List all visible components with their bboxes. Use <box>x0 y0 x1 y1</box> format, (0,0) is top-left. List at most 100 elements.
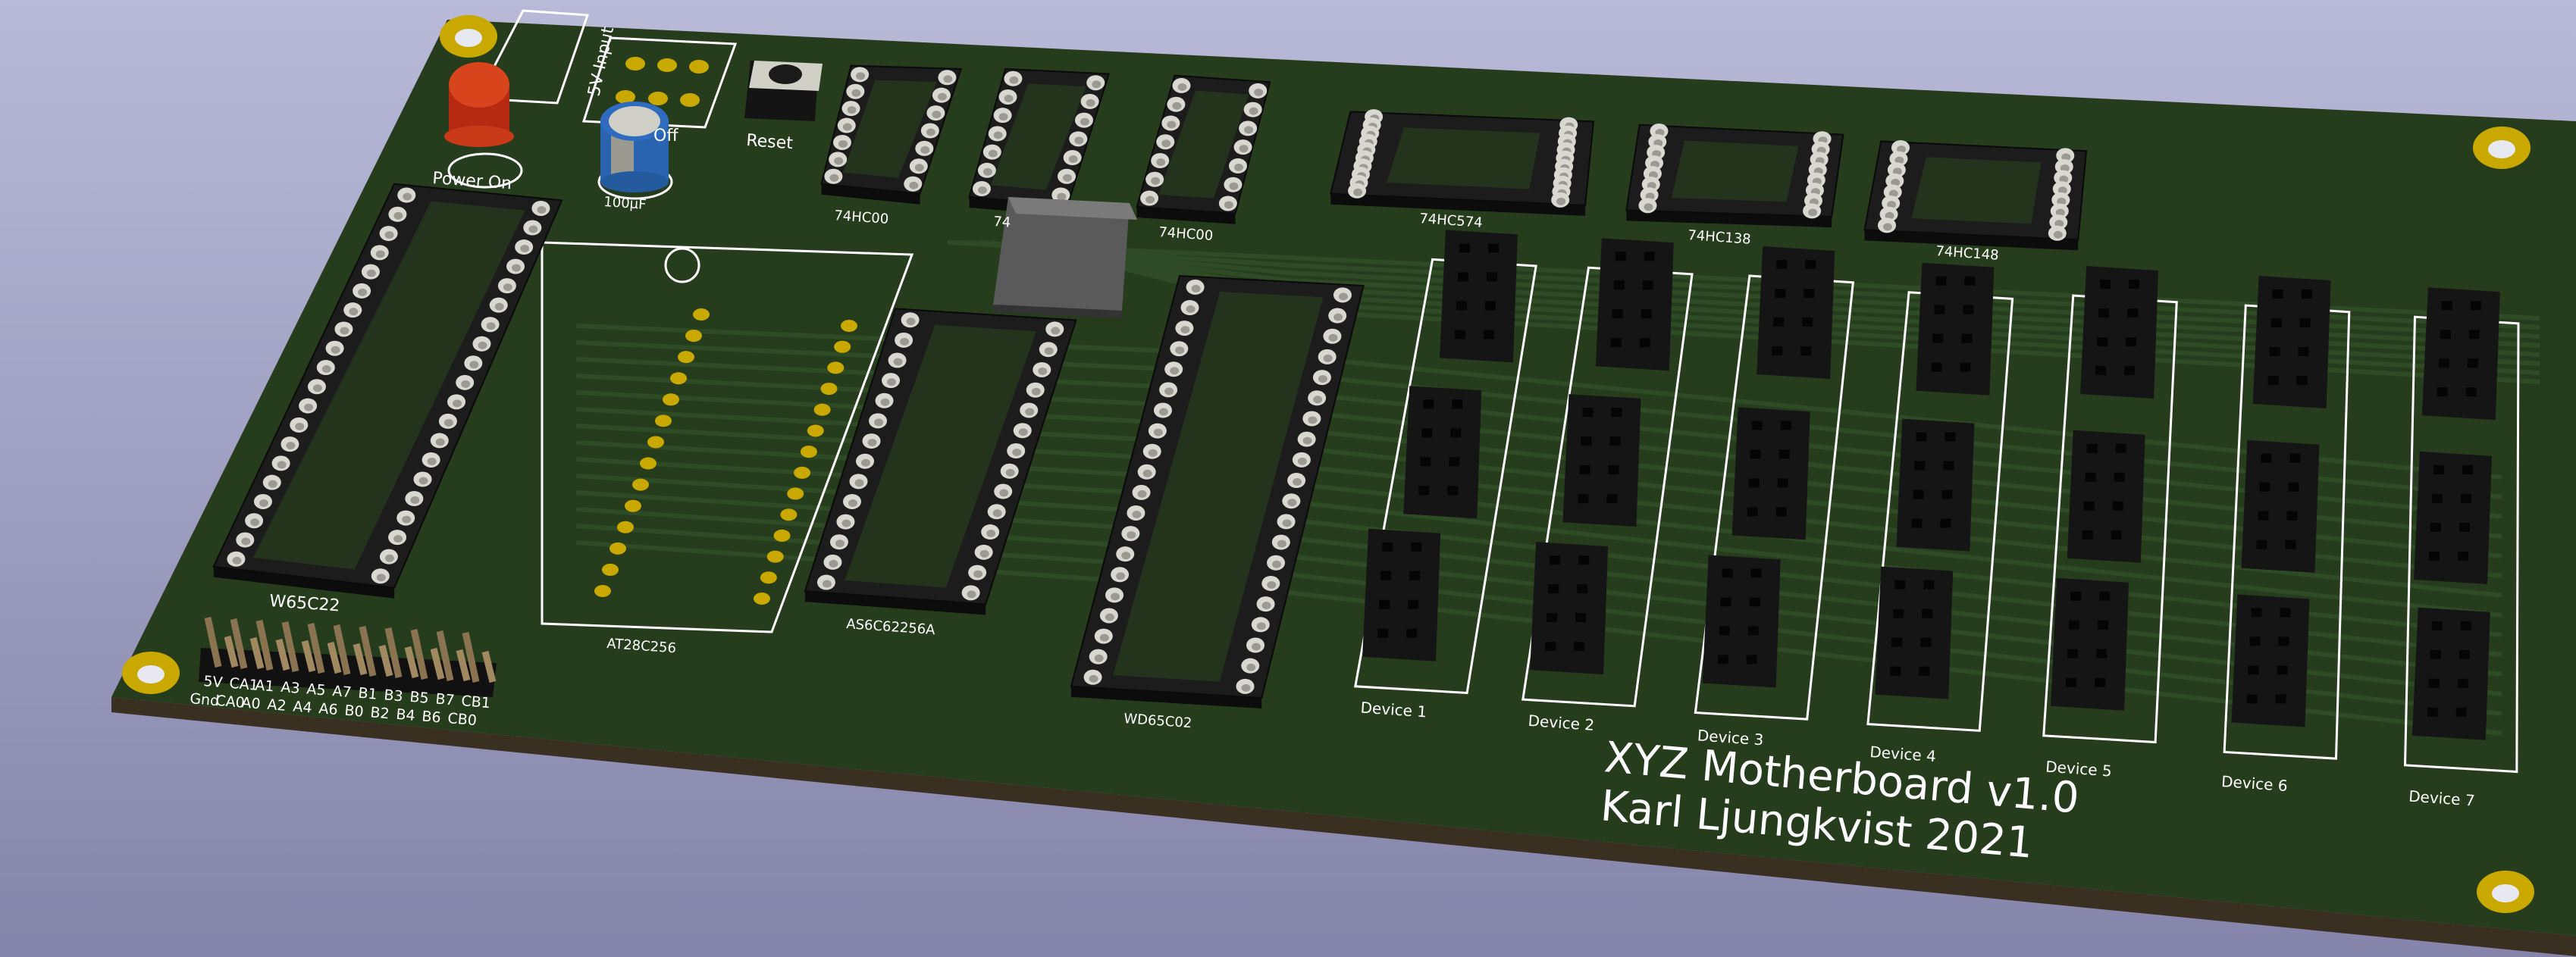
pad <box>640 457 657 470</box>
socket-74hc00-1 <box>820 64 963 205</box>
device-header <box>2252 276 2331 409</box>
device-header <box>1595 238 1674 371</box>
header-pin <box>436 630 454 681</box>
socket-74hc148 <box>1863 139 2088 251</box>
pad <box>625 499 641 512</box>
header-pin <box>307 623 325 674</box>
pad <box>663 393 679 406</box>
socket-74hc00-3 <box>1136 74 1271 224</box>
header-pin <box>462 632 480 683</box>
reset-label: Reset <box>746 131 794 153</box>
io-pin-label-top: B3 <box>384 686 404 705</box>
header-pin <box>481 650 497 683</box>
header-pin <box>353 643 368 676</box>
header-pin <box>301 640 316 673</box>
io-pin-header <box>199 617 497 697</box>
io-pin-label-bottom: CA0 <box>215 693 246 711</box>
device-header <box>1403 386 1482 519</box>
eeprom-pin1-marker <box>664 247 700 283</box>
socket-74hc00-2 <box>968 67 1111 216</box>
pad <box>800 446 817 458</box>
pad <box>813 403 831 416</box>
mounting-hole-drill <box>455 29 482 47</box>
device-header <box>2051 577 2129 711</box>
device-header <box>1702 555 1781 688</box>
pad <box>655 414 672 427</box>
device-header <box>2411 607 2490 740</box>
pad <box>617 521 634 533</box>
io-pin-label-bottom: Gnd <box>190 690 221 709</box>
board-edge <box>111 697 2576 956</box>
header-pin <box>224 635 239 668</box>
pad <box>647 436 664 449</box>
pad <box>625 57 645 70</box>
header-pin <box>255 620 274 671</box>
pad <box>657 58 677 72</box>
pad <box>841 320 857 332</box>
pad <box>773 529 791 542</box>
pad <box>594 585 611 597</box>
electrolytic-capacitor <box>597 102 673 200</box>
io-pin-label-bottom: A6 <box>318 700 339 718</box>
io-pin-label-top: B1 <box>358 685 378 703</box>
header-pin <box>404 646 419 679</box>
chip-label-74hc00-1: 74HC00 <box>834 208 889 227</box>
mounting-hole-drill <box>2488 140 2515 158</box>
device-header <box>1916 262 1995 396</box>
pad <box>794 466 811 479</box>
io-pin-label-top: B7 <box>435 690 456 708</box>
pad <box>680 93 700 107</box>
pad <box>648 92 668 105</box>
device-header <box>2067 430 2145 563</box>
io-pin-label-bottom: CB0 <box>447 710 478 729</box>
device-header <box>1731 407 1810 540</box>
io-pin-label-top: A5 <box>306 680 327 699</box>
mounting-hole-drill <box>2492 884 2519 902</box>
pad <box>820 383 838 396</box>
pad <box>754 593 770 605</box>
io-pin-label-top: B5 <box>409 689 430 707</box>
header-pin <box>281 621 299 672</box>
capacitor-value-label: 100µF <box>603 194 647 213</box>
header-pin <box>410 629 428 680</box>
device-header <box>1562 394 1641 527</box>
pad <box>685 330 702 342</box>
pad <box>632 478 649 491</box>
device-header <box>1896 418 1975 552</box>
eeprom-pads <box>594 308 857 605</box>
eeprom-footprint-outline <box>541 241 914 633</box>
header-pin <box>430 647 445 680</box>
switch-outline <box>581 36 738 129</box>
device-header <box>2241 439 2320 573</box>
pad <box>827 361 845 374</box>
device-header <box>1530 542 1609 675</box>
device-headers <box>1353 230 2520 774</box>
header-pin <box>384 627 403 678</box>
mounting-holes <box>122 15 2534 913</box>
header-pin <box>456 649 471 682</box>
pad <box>610 542 626 555</box>
pad <box>693 308 710 321</box>
io-pin-label-bottom: B0 <box>344 702 365 721</box>
io-pin-label-bottom: B2 <box>370 704 390 722</box>
pad <box>678 351 694 364</box>
io-pin-label-top: A7 <box>332 683 353 701</box>
device-header <box>1362 528 1441 661</box>
header-pin <box>359 626 377 677</box>
device-header <box>1439 230 1518 363</box>
device-header <box>2421 287 2500 421</box>
pad <box>807 424 824 437</box>
header-pin <box>249 636 265 670</box>
socket-74hc138 <box>1625 124 1844 228</box>
socket-wd65c02 <box>1070 275 1365 708</box>
pad <box>760 571 777 584</box>
header-pin <box>327 641 342 674</box>
io-pin-label-top: CB1 <box>461 693 491 711</box>
crystal-oscillator <box>993 197 1137 318</box>
reset-button[interactable] <box>744 61 823 121</box>
ic-sockets <box>212 64 2088 708</box>
device-header <box>1757 246 1835 380</box>
pad <box>780 508 798 521</box>
io-pin-label-top: 5V <box>203 673 224 691</box>
